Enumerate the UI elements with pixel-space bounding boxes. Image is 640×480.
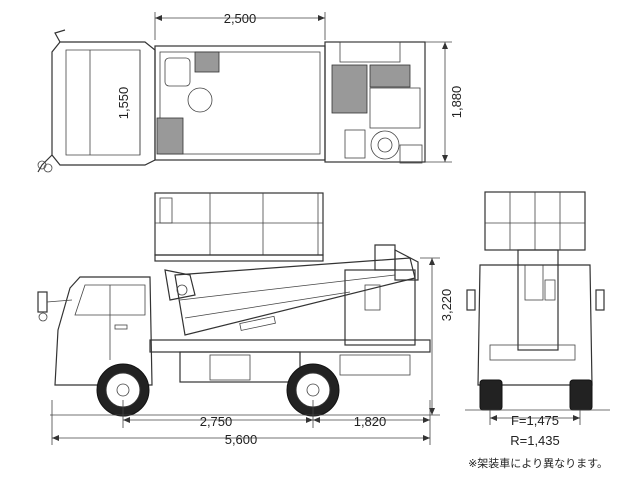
boom-assembly: [164, 244, 419, 346]
deck-checker-plate-1: [194, 51, 220, 73]
front-track-label: F=1,475: [511, 413, 559, 428]
top-width-label: 2,500: [224, 11, 257, 26]
top-depth-right-label: 1,880: [449, 86, 464, 119]
front-wheel: [96, 363, 150, 417]
wheelbase-label: 2,750: [200, 414, 233, 429]
top-depth-left-label: 1,550: [116, 87, 131, 120]
rear-track-label: R=1,435: [510, 433, 560, 448]
height-label: 3,220: [439, 289, 454, 322]
rear-view: [465, 191, 610, 425]
rear-checker-plate-1: [331, 64, 368, 114]
top-view: [37, 12, 452, 173]
rear-overhang-label: 1,820: [354, 414, 387, 429]
side-view: [37, 192, 440, 445]
rear-checker-plate-2: [369, 64, 411, 88]
footnote: ※架装車により異なります。: [468, 456, 608, 470]
work-platform: [154, 192, 324, 262]
overall-length-label: 5,600: [225, 432, 258, 447]
truck-cab: [37, 276, 153, 386]
deck-checker-plate-2: [156, 117, 184, 155]
rear-wheel: [286, 363, 340, 417]
